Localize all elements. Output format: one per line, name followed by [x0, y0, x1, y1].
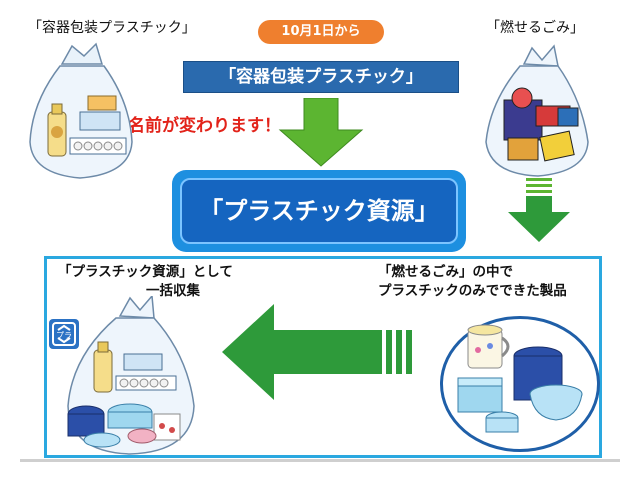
burnable-inside-text: 「燃せるごみ」の中で	[378, 264, 513, 280]
svg-text:プラ: プラ	[56, 331, 72, 340]
burnable-garbage-bag-illustration	[485, 44, 589, 177]
start-date-badge: 10月1日から	[258, 20, 384, 44]
left-bag-label: 「容器包装プラスチック」	[28, 20, 196, 36]
down-arrow-center-icon	[278, 98, 364, 167]
collect-as-resource-text: 「プラスチック資源」として	[58, 264, 233, 280]
plastic-only-products-text: プラスチックのみでできた製品	[378, 283, 567, 299]
left-arrow-icon	[222, 304, 412, 400]
collect-together-text: 一括収集	[146, 283, 200, 299]
right-bag-label: 「燃せるごみ」	[486, 20, 584, 36]
new-category-name: 「プラスチック資源」	[180, 178, 458, 244]
plastic-products-illustration	[457, 324, 583, 433]
rename-notice: 名前が変わります！	[128, 116, 281, 136]
down-arrow-right-icon	[508, 178, 570, 242]
plastic-resource-bag-illustration	[67, 296, 195, 455]
old-category-name: 「容器包装プラスチック」	[183, 61, 459, 93]
container-plastic-bag-illustration	[29, 42, 133, 179]
plastic-recycle-mark-icon: プラ	[49, 319, 79, 349]
panel-shadow	[20, 459, 620, 462]
